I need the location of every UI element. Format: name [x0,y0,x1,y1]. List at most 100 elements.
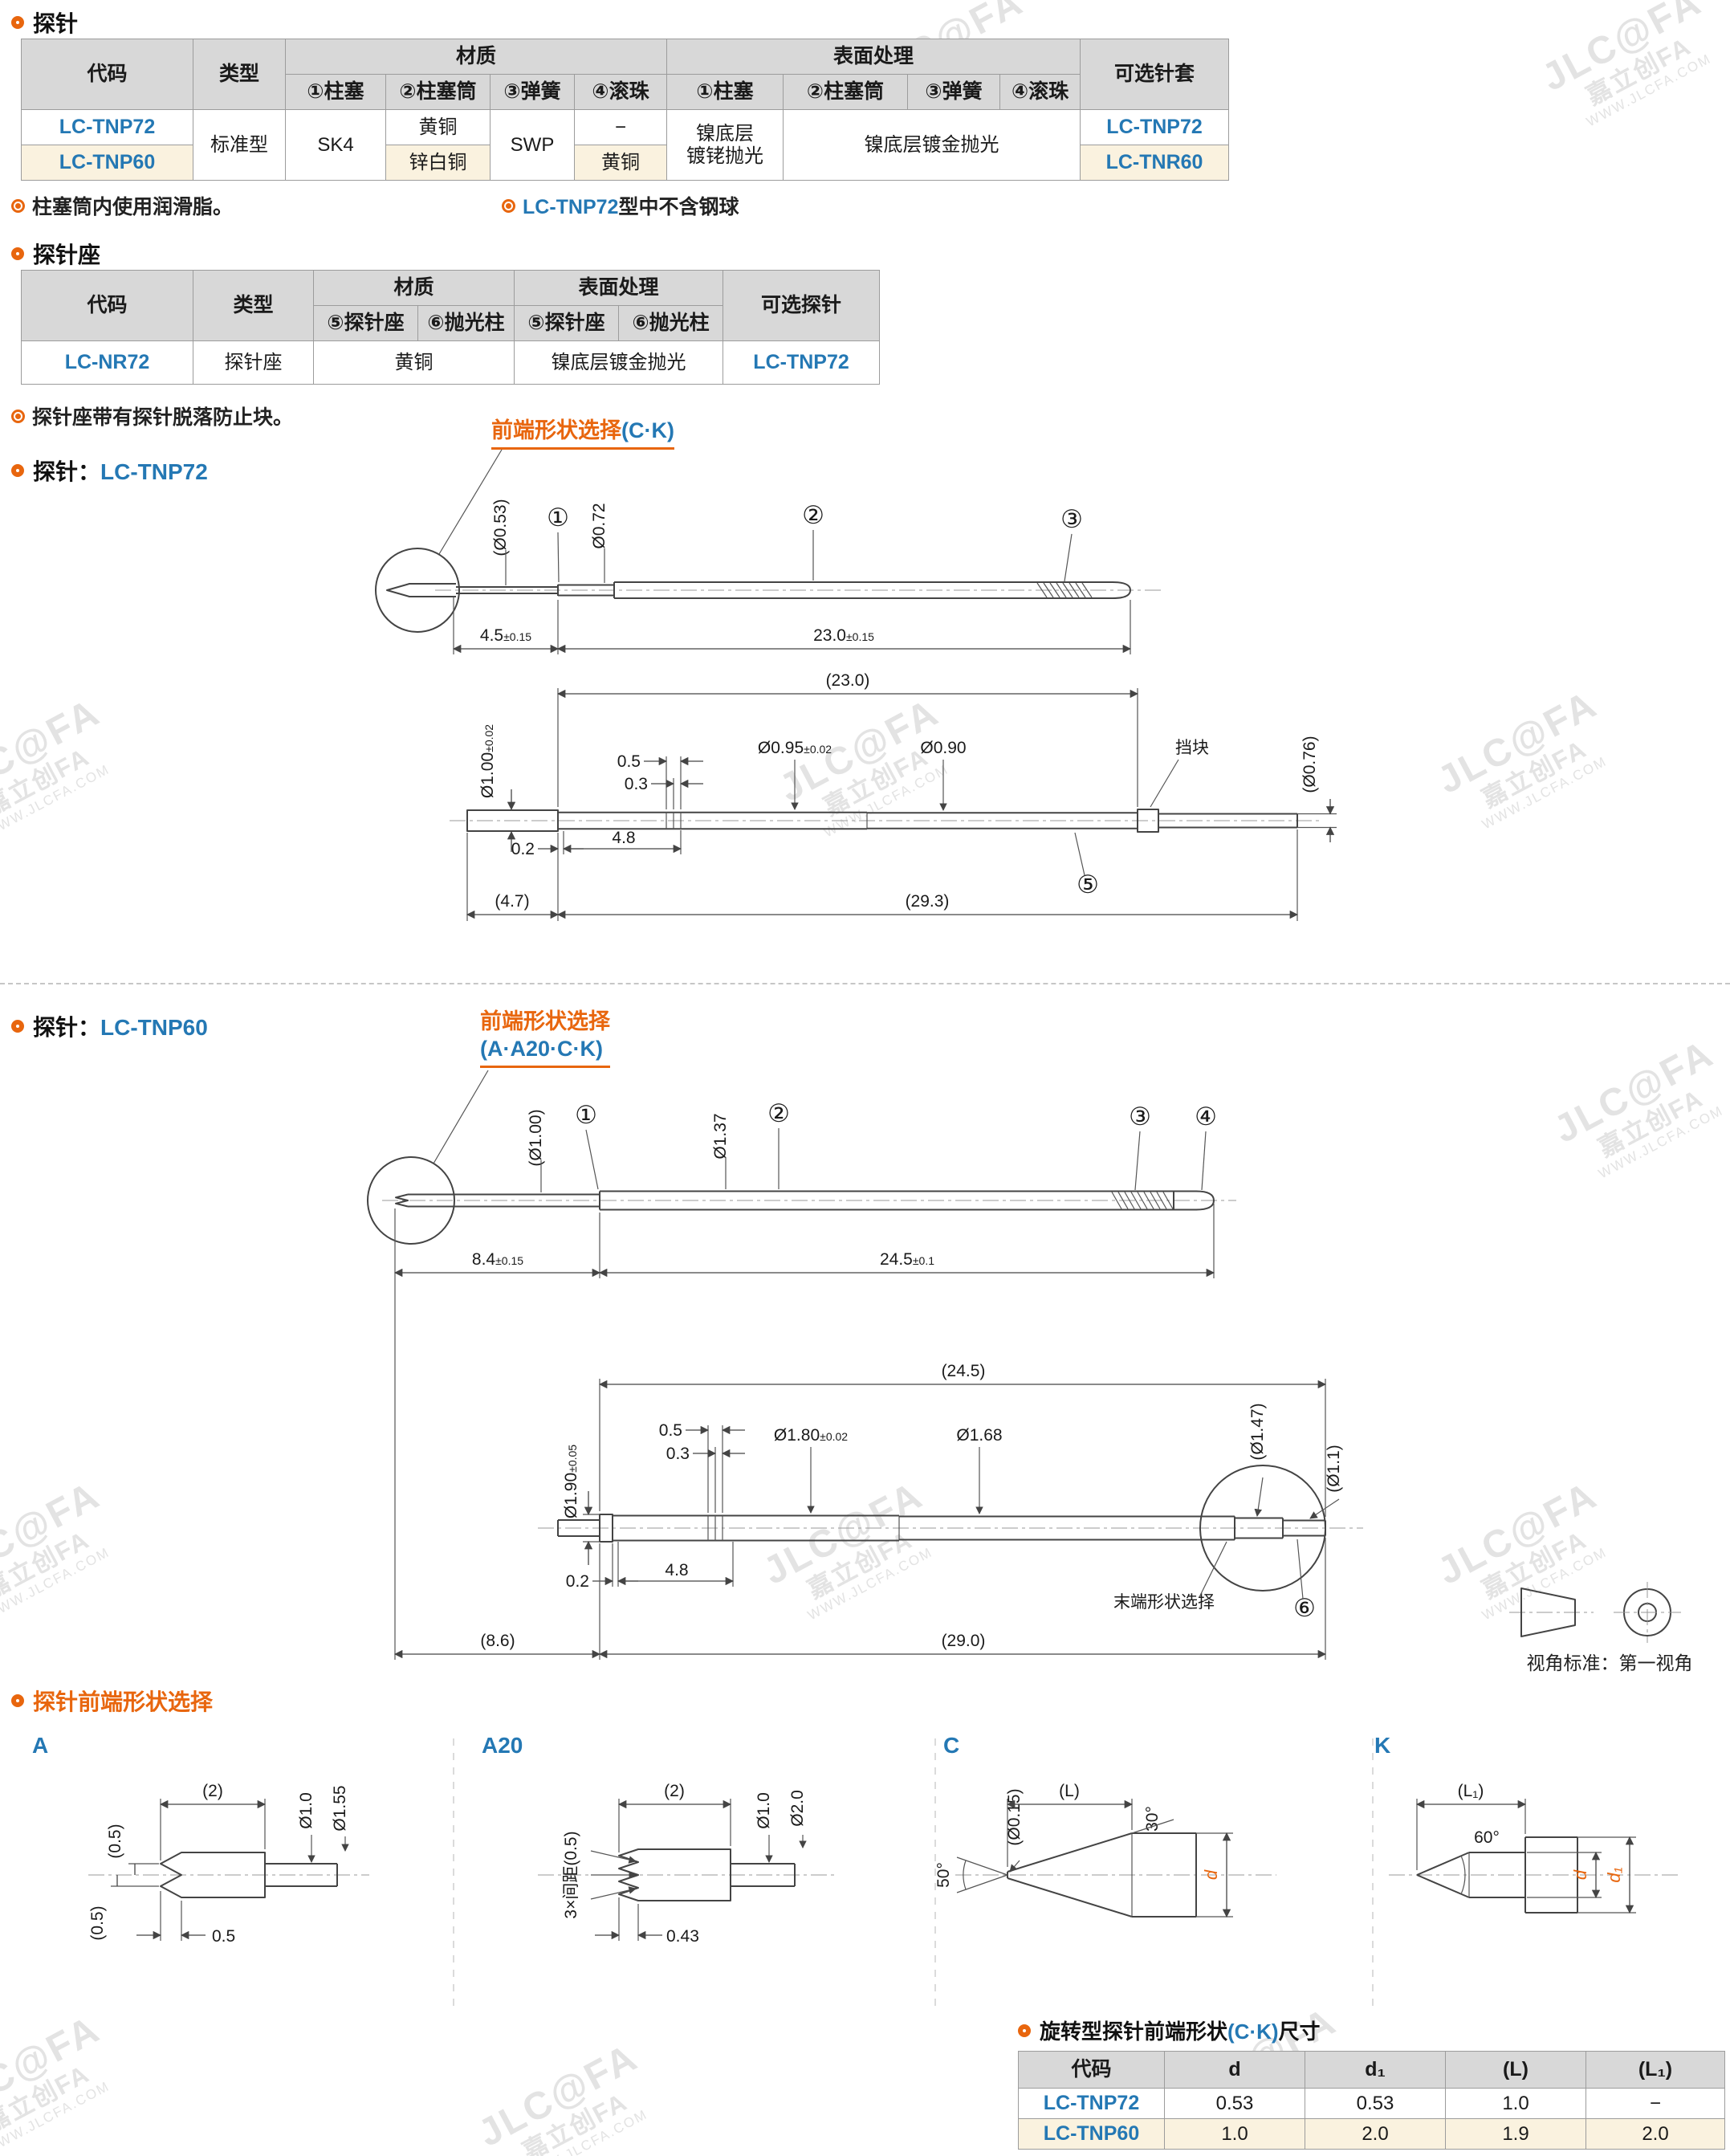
section-ring-icon [11,247,24,260]
dim-label: Ø0.90 [920,739,966,757]
holder-section-title: 探针座 [11,238,100,270]
col-mat-plunger: ①柱塞 [285,74,386,110]
col-surf-ball: ④滚珠 [999,74,1081,110]
col-surf-holder: ⑤探针座 [514,305,620,341]
dim-label: (29.3) [906,892,950,911]
col-L: (L) [1445,2051,1586,2089]
probe-table: 代码 类型 材质 表面处理 可选针套 ①柱塞 ②柱塞筒 ③弹簧 ④滚珠 ①柱塞 … [21,39,1230,181]
tnp60-tip-select-label: 前端形状选择 (A·A20·C·K) [480,1009,610,1068]
dim-label: (0.5) [88,1905,107,1940]
col-code: 代码 [21,39,193,110]
probe-section-title: 探针 [11,6,78,39]
balloon-1: ① [575,1101,597,1129]
section-ring-icon [11,464,24,477]
balloon-1: ① [547,503,569,532]
code-link[interactable]: LC-TNP60 [100,1015,208,1040]
dim-label: 4.8 [665,1561,688,1579]
dim-label: (L) [1059,1782,1080,1800]
probe-link[interactable]: LC-TNP72 [723,340,881,385]
dim-label: Ø1.55 [331,1785,349,1831]
dim-label: (Ø0.76) [1301,736,1319,793]
col-mat-post: ⑥抛光柱 [417,305,515,341]
dim-label: (L₁) [1458,1782,1484,1800]
dim-label: (Ø1.47) [1248,1403,1267,1460]
code-link[interactable]: LC-TNP72 [21,109,193,145]
table-row: LC-TNP60 1.0 2.0 1.9 2.0 [1018,2118,1725,2150]
projection-symbol [1509,1582,1681,1643]
sleeve-link[interactable]: LC-TNP72 [1080,109,1230,145]
col-surface: 表面处理 [666,39,1081,75]
col-surf-spring: ③弹簧 [907,74,1001,110]
col-code: 代码 [1018,2051,1165,2089]
dim-label: (23.0) [826,671,870,690]
surf-plunger-cell: 镍底层镀铑抛光 [666,109,784,181]
tip-k-label: K [1374,1733,1391,1758]
ck-dimension-table: 代码 d d₁ (L) (L₁) LC-TNP72 0.53 0.53 1.0 … [1018,2051,1725,2150]
dim-label: 0.5 [617,752,641,771]
dim-label: Ø0.72 [590,503,609,548]
probe-title: 探针 [33,11,79,36]
dim-label: Ø1.90±0.05 [562,1445,580,1518]
sleeve-link[interactable]: LC-TNR60 [1080,145,1230,181]
section-ring-icon [1018,2024,1031,2037]
col-d: d [1164,2051,1305,2089]
dim-label: 0.3 [625,775,648,793]
code-link[interactable]: LC-TNP72 [100,459,208,484]
code-link[interactable]: LC-TNP60 [21,145,193,181]
dim-label: d [1570,1869,1590,1880]
mat-plunger-cell: SK4 [285,109,386,181]
col-probe: 可选探针 [723,270,881,341]
col-type: 类型 [193,39,286,110]
section-ring-icon [11,1020,24,1033]
dim-label: (8.6) [480,1632,515,1650]
dim-label: 23.0±0.15 [813,626,874,645]
col-surf-plunger: ①柱塞 [666,74,784,110]
dim-label: (Ø0.53) [491,499,510,556]
bullet-icon [502,198,515,213]
balloon-3: ③ [1060,505,1083,533]
col-surf-post: ⑥抛光柱 [618,305,724,341]
col-mat-barrel: ②柱塞筒 [385,74,491,110]
probe-note-1: 柱塞筒内使用润滑脂。 [11,191,233,220]
tip-a-label: A [32,1733,49,1758]
tnp72-tip-select-label: 前端形状选择(C·K) [491,413,674,450]
col-sleeve: 可选针套 [1080,39,1230,110]
dim-label: 50° [934,1862,953,1888]
dim-label: 3×间距(0.5) [562,1831,580,1918]
col-type: 类型 [193,270,314,341]
code-link[interactable]: LC-TNP72 [1018,2088,1165,2119]
col-material: 材质 [284,39,668,75]
dim-label: Ø1.80±0.02 [774,1426,848,1445]
code-link[interactable]: LC-TNP72 [523,196,619,218]
code-link[interactable]: LC-TNP60 [1018,2118,1165,2150]
mat-barrel-cell: 黄铜 [385,109,491,145]
mat-ball-cell: 黄铜 [573,145,668,181]
tip-a20-label: A20 [482,1733,523,1758]
dim-label: 0.2 [511,840,535,858]
type-cell: 探针座 [193,340,314,385]
section-ring-icon [11,1694,24,1707]
dim-label: (Ø1.1) [1325,1445,1343,1493]
tnp72-technical-drawing: (Ø0.53) Ø0.72 ① ② ③ 4.5±0.15 23.0±0.15 [375,449,1337,921]
type-cell: 标准型 [193,109,286,181]
dim-label: (29.0) [942,1632,986,1650]
section-divider [0,983,1730,984]
dim-label: Ø1.0 [297,1792,315,1829]
dim-label: Ø1.37 [711,1113,730,1159]
section-ring-icon [11,16,24,29]
mat-spring-cell: SWP [490,109,575,181]
dim-label: Ø0.95±0.02 [758,739,832,757]
code-link[interactable]: LC-NR72 [21,340,193,385]
tnp60-drawing-title: 探针：LC-TNP60 [11,1010,208,1042]
bullet-icon [11,198,25,213]
col-material: 材质 [312,270,515,306]
holder-table: 代码 类型 材质 表面处理 可选探针 ⑤探针座 ⑥抛光柱 ⑤探针座 ⑥抛光柱 L… [21,270,881,385]
tip-c-label: C [943,1733,960,1758]
balloon-5: ⑤ [1077,870,1099,899]
dim-label: Ø2.0 [788,1790,807,1827]
balloon-3: ③ [1129,1102,1151,1131]
